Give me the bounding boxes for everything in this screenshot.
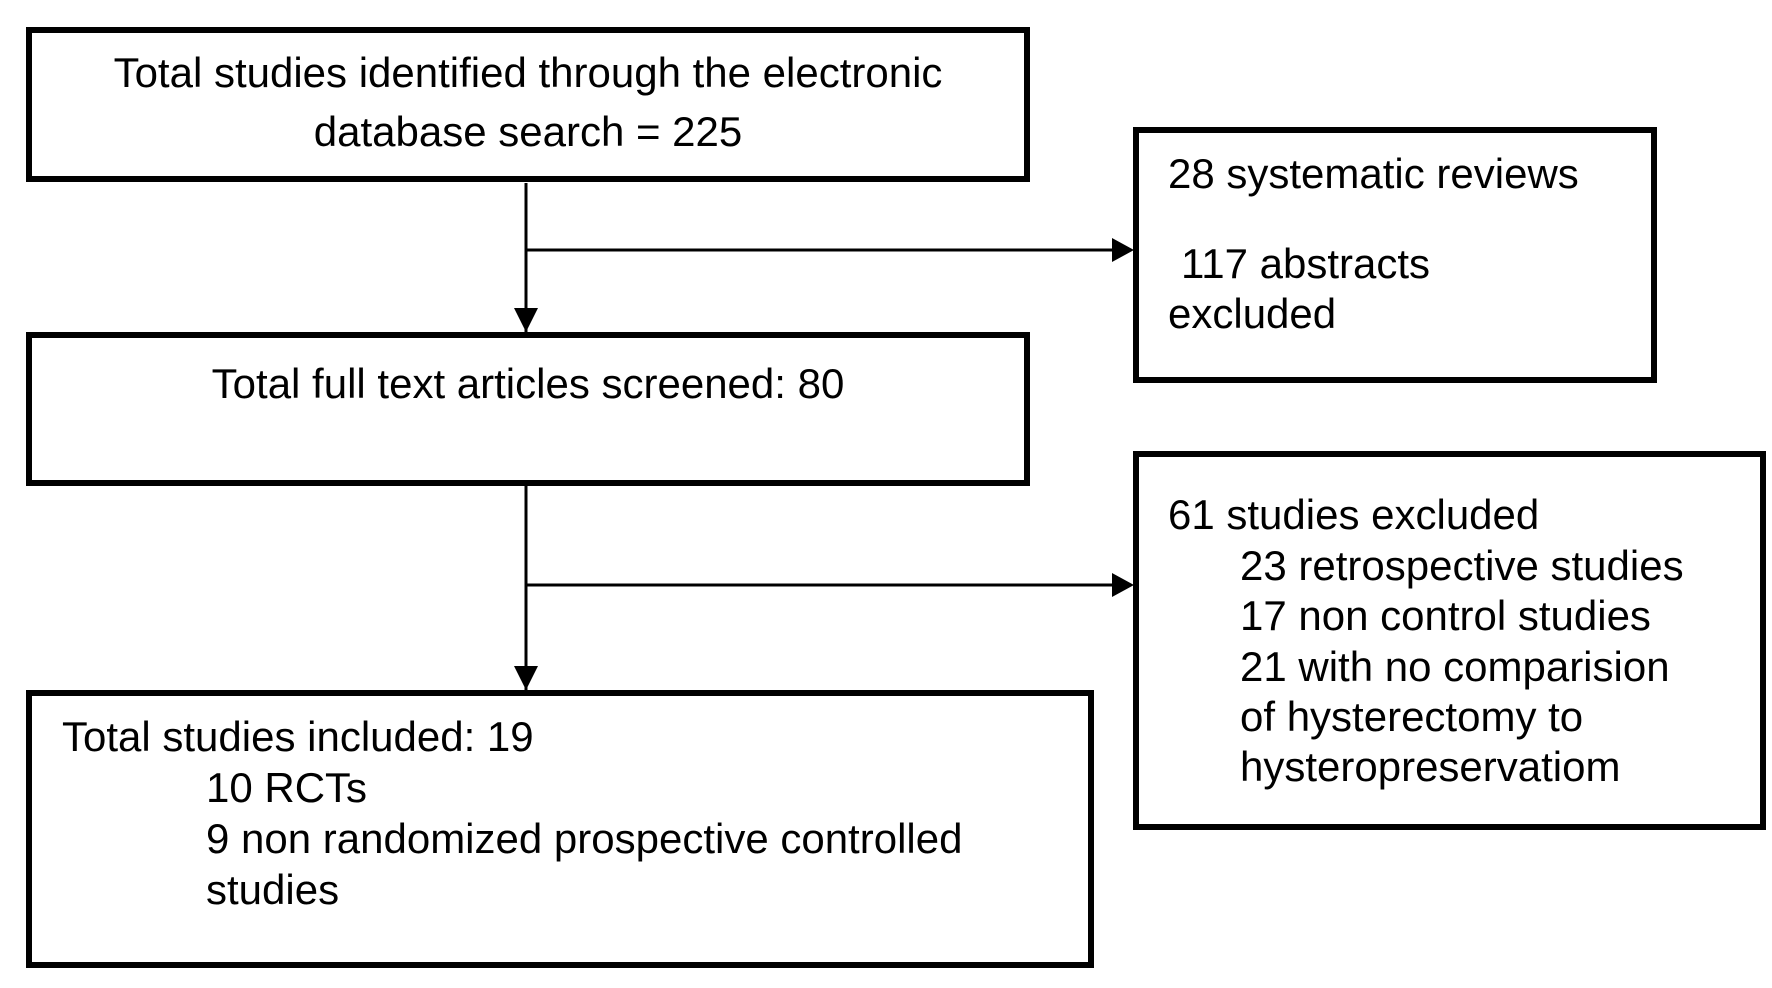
excluded-reason-3: 21 with no comparision <box>1240 643 1670 690</box>
identified-line-2: database search = 225 <box>313 108 743 155</box>
included-header: Total studies included: 19 <box>62 713 534 760</box>
excluded-reason-5: hysteropreservatiom <box>1240 743 1621 790</box>
excluded-first-box <box>1133 127 1657 383</box>
arrowhead-down-1 <box>514 308 538 332</box>
arrowhead-right-2 <box>1112 573 1134 597</box>
screened-box <box>26 332 1030 486</box>
excluded-second-box <box>1133 451 1766 830</box>
identified-line-1: Total studies identified through the ele… <box>113 49 943 96</box>
excluded-reason-2: 17 non control studies <box>1240 592 1651 639</box>
excluded-reason-1: 23 retrospective studies <box>1240 542 1684 589</box>
excluded-first-line-1: 28 systematic reviews <box>1168 150 1579 197</box>
included-box <box>26 690 1094 968</box>
screened-text: Total full text articles screened: 80 <box>211 360 845 407</box>
included-item-3: studies <box>206 866 340 913</box>
included-item-2: 9 non randomized prospective controlled <box>206 815 963 862</box>
arrowhead-down-2 <box>514 666 538 690</box>
excluded-second-header: 61 studies excluded <box>1168 491 1540 538</box>
arrowhead-right-1 <box>1112 238 1134 262</box>
included-item-1: 10 RCTs <box>206 764 368 811</box>
identified-box <box>26 27 1030 182</box>
excluded-reason-4: of hysterectomy to <box>1240 693 1584 740</box>
excluded-first-line-2: 117 abstracts <box>1181 240 1431 287</box>
excluded-first-line-3: excluded <box>1168 290 1337 337</box>
